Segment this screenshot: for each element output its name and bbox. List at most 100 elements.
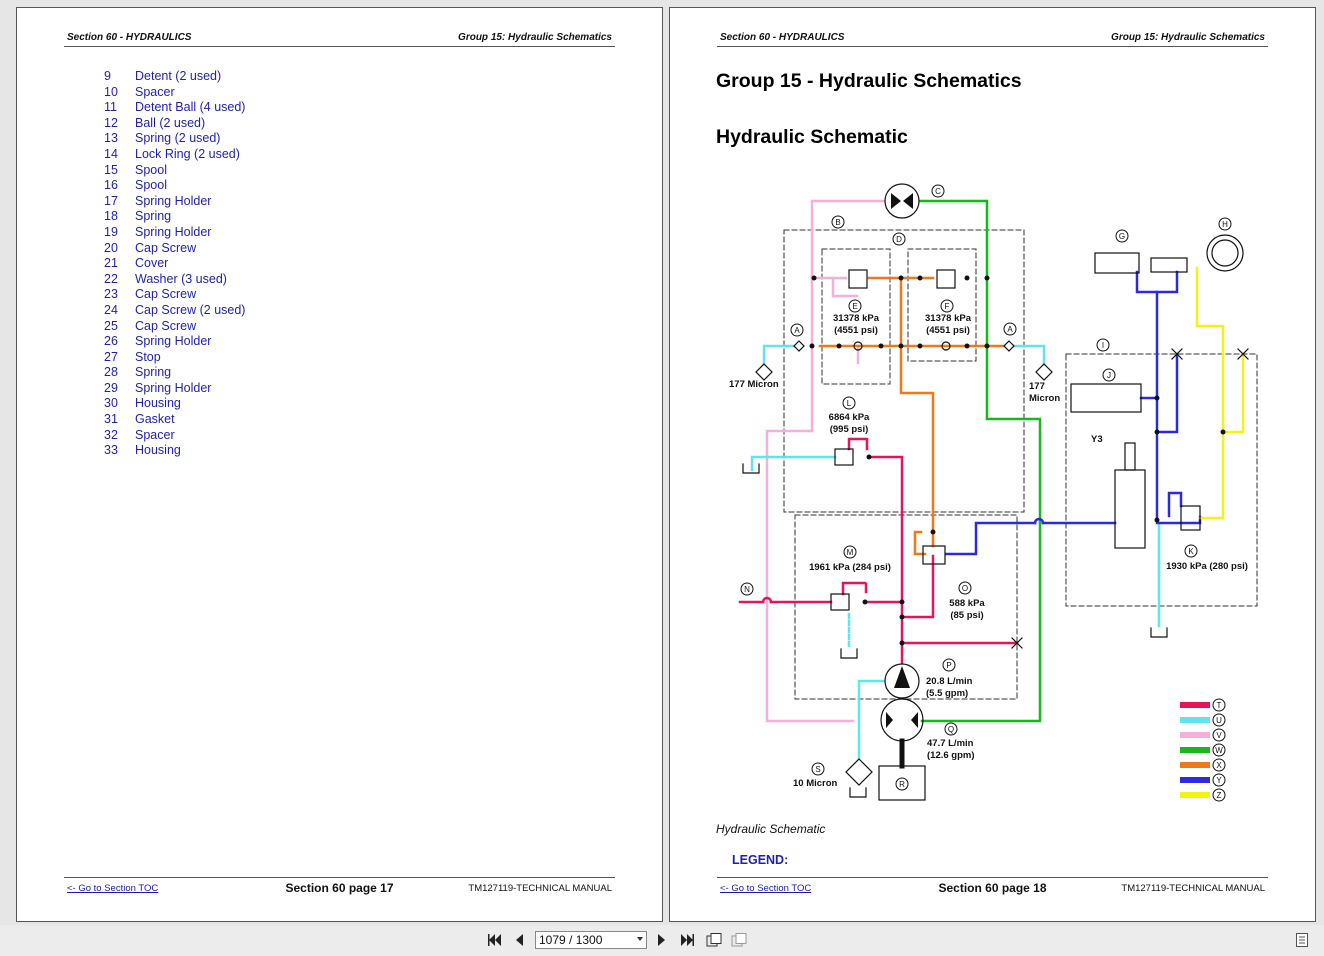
junction-dots (809, 275, 1226, 646)
callout-circle (848, 299, 862, 313)
page-header: Section 60 - HYDRAULICS Group 15: Hydrau… (64, 32, 615, 47)
document-icon[interactable] (1296, 933, 1308, 947)
fit-page-icon[interactable] (706, 933, 722, 947)
legend-key-circle (1212, 713, 1226, 727)
next-page-icon[interactable] (657, 933, 667, 947)
header-section: Section 60 - HYDRAULICS (67, 32, 192, 43)
legend-key-letter: X (1216, 761, 1222, 770)
callout-circle (1115, 229, 1129, 243)
left-page: Section 60 - HYDRAULICS Group 15: Hydrau… (16, 7, 663, 922)
line-t-red (738, 437, 1019, 665)
manual-id: TM127119-TECHNICAL MANUAL (1121, 883, 1265, 894)
legend-key-letter: W (1215, 746, 1223, 755)
label-q-flow: 47.7 L/min (927, 738, 974, 749)
callout-letter: A (794, 326, 800, 335)
part-number: 19 (104, 224, 118, 239)
first-page-icon[interactable] (488, 933, 502, 947)
label-filter-suction: 10 Micron (793, 778, 838, 789)
part-number: 21 (104, 256, 118, 271)
part-number: 12 (104, 115, 118, 130)
part-item: 10 Spacer (104, 85, 245, 101)
part-description: Washer (3 used) (135, 271, 227, 286)
part-number: 17 (104, 193, 118, 208)
part-description: Lock Ring (2 used) (135, 146, 240, 161)
page-number-input[interactable]: 1079 / 1300 (535, 931, 647, 949)
label-o-psi: (85 psi) (950, 610, 983, 621)
callout-letter: I (1102, 341, 1104, 350)
part-number: 10 (104, 84, 118, 99)
schematic-heading: Hydraulic Schematic (716, 126, 908, 148)
page-footer: <- Go to Section TOC Section 60 page 18 … (717, 877, 1268, 898)
legend-key-circle (1212, 743, 1226, 757)
legend-key-letter: U (1216, 716, 1222, 725)
label-m: 1961 kPa (284 psi) (809, 562, 891, 573)
part-item: 14 Lock Ring (2 used) (104, 147, 245, 163)
part-description: Cover (135, 256, 169, 271)
legend-key-circle (1212, 758, 1226, 772)
line-z-yellow (1195, 266, 1245, 520)
label-q-gpm: (12.6 gpm) (927, 750, 975, 761)
label-e-psi: (4551 psi) (834, 325, 878, 336)
callout-letter: H (1222, 220, 1228, 229)
prev-page-icon[interactable] (514, 933, 524, 947)
part-item: 22 Washer (3 used) (104, 272, 245, 288)
callout-circle (1102, 368, 1116, 382)
label-l-psi: (995 psi) (830, 424, 869, 435)
part-number: 23 (104, 287, 118, 302)
callout-letter: O (962, 584, 968, 593)
callout-circle (942, 658, 956, 672)
callout-letter: J (1107, 371, 1111, 380)
part-description: Gasket (135, 412, 175, 427)
callout-letter: K (1188, 547, 1194, 556)
callout-circle (811, 762, 825, 776)
chevron-down-icon[interactable] (637, 937, 643, 941)
header-section: Section 60 - HYDRAULICS (720, 32, 845, 43)
section-toc-link[interactable]: <- Go to Section TOC (67, 883, 159, 894)
part-description: Spring (2 used) (135, 131, 221, 146)
valve-enclosures (783, 229, 1258, 700)
page-number: Section 60 page 17 (285, 881, 394, 895)
callout-circle (842, 396, 856, 410)
label-f-kpa: 31378 kPa (925, 313, 972, 324)
last-page-icon[interactable] (680, 933, 694, 947)
part-number: 14 (104, 146, 118, 161)
part-description: Spring (135, 365, 172, 380)
part-number: 25 (104, 318, 118, 333)
header-group: Group 15: Hydraulic Schematics (1111, 32, 1265, 43)
page-number: Section 60 page 18 (938, 881, 1047, 895)
callout-letter: A (1007, 325, 1013, 334)
part-number: 15 (104, 162, 118, 177)
page-number-value: 1079 / 1300 (539, 933, 603, 947)
page-header: Section 60 - HYDRAULICS Group 15: Hydrau… (717, 32, 1268, 47)
callout-circle (1184, 544, 1198, 558)
part-description: Cap Screw (135, 318, 197, 333)
callout-letter: B (835, 218, 840, 227)
part-item: 25 Cap Screw (104, 319, 245, 335)
part-number: 22 (104, 271, 118, 286)
legend-swatches (1180, 702, 1210, 798)
part-description: Spring Holder (135, 224, 212, 239)
part-number: 16 (104, 178, 118, 193)
two-page-icon[interactable] (731, 933, 747, 947)
part-number: 24 (104, 302, 118, 317)
callout-circle (1096, 338, 1110, 352)
manual-id: TM127119-TECHNICAL MANUAL (468, 883, 612, 894)
part-number: 20 (104, 240, 118, 255)
part-description: Stop (135, 349, 161, 364)
label-o-kpa: 588 kPa (949, 598, 985, 609)
section-toc-link[interactable]: <- Go to Section TOC (720, 883, 812, 894)
part-description: Spacer (135, 84, 175, 99)
legend-key-letter: T (1217, 701, 1222, 710)
